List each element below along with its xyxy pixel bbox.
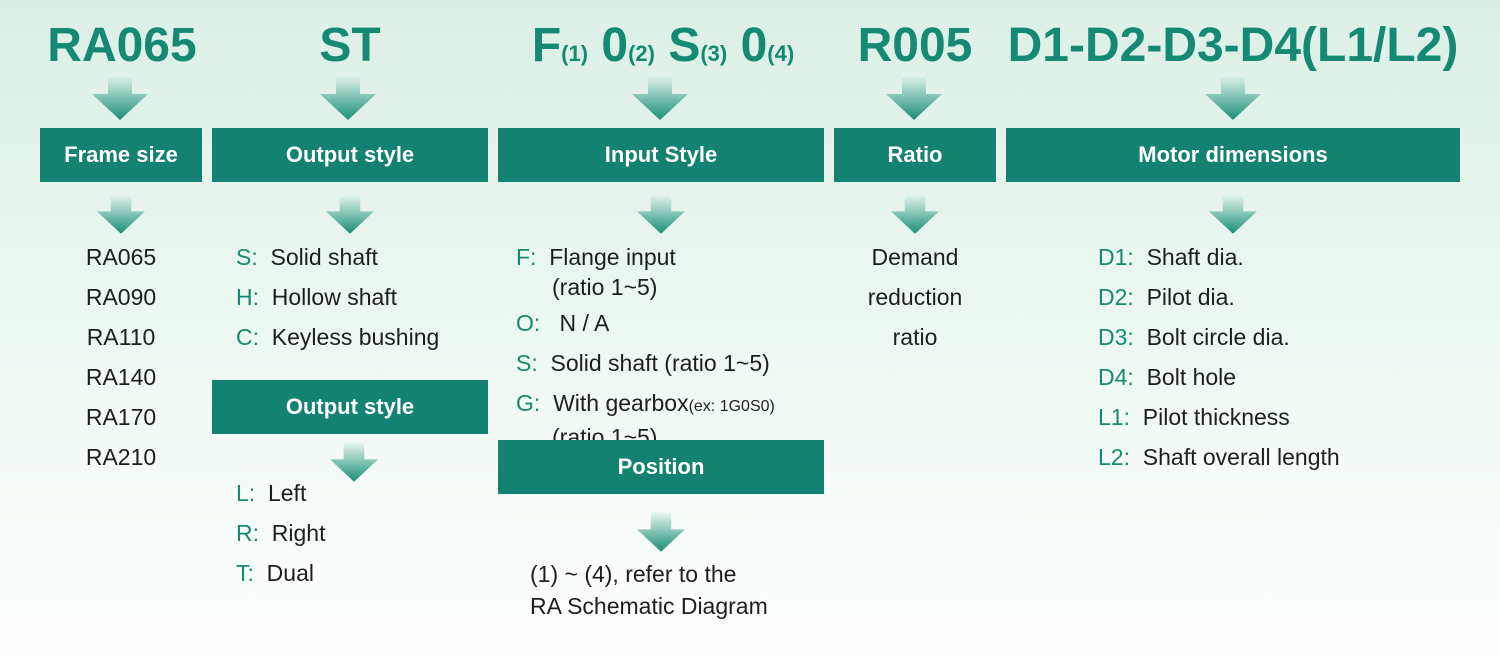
list-item: R: Right [236, 520, 326, 546]
input-style-list: F: Flange input (ratio 1~5) O: N / A S: … [516, 237, 775, 453]
down-arrow-icon [320, 74, 376, 120]
input-style-box: Input Style [498, 128, 824, 182]
list-item: RA140 [85, 364, 157, 390]
down-arrow-icon [326, 194, 374, 234]
list-item: RA210 [85, 444, 157, 470]
motor-dimensions-box: Motor dimensions [1006, 128, 1460, 182]
down-arrow-icon [92, 74, 148, 120]
list-item: D2: Pilot dia. [1098, 284, 1235, 310]
ratio-text: Demand reduction ratio [867, 244, 963, 350]
list-item: F: Flange input [516, 244, 676, 270]
list-item: S: Solid shaft [236, 244, 378, 270]
list-item: S: Solid shaft (ratio 1~5) [516, 350, 770, 376]
output-style-box: Output style [212, 128, 488, 182]
output-side-box: Output style [212, 380, 488, 434]
output-side-list: L: Left R: Right T: Dual [236, 473, 325, 593]
list-item-note: (ratio 1~5) [552, 274, 658, 300]
code-motor-dimensions: D1-D2-D3-D4(L1/L2) [1007, 19, 1459, 72]
list-item: C: Keyless bushing [236, 324, 440, 350]
position-box: Position [498, 440, 824, 494]
code-ratio: R005 [857, 19, 973, 72]
list-item: RA170 [85, 404, 157, 430]
list-item: RA110 [86, 324, 156, 350]
position-text: (1) ~ (4), refer to the RA Schematic Dia… [530, 561, 768, 619]
down-arrow-icon [1209, 194, 1257, 234]
list-item: L2: Shaft overall length [1098, 444, 1340, 470]
down-arrow-icon [632, 74, 688, 120]
list-item: H: Hollow shaft [236, 284, 398, 310]
output-style-list: S: Solid shaft H: Hollow shaft C: Keyles… [236, 237, 439, 357]
list-item: D4: Bolt hole [1098, 364, 1237, 390]
frame-size-list: RA065 RA090 RA110 RA140 RA170 RA210 [40, 237, 202, 477]
list-item: O: N / A [516, 310, 610, 336]
down-arrow-icon [97, 194, 145, 234]
down-arrow-icon [330, 442, 378, 482]
list-item: D1: Shaft dia. [1098, 244, 1244, 270]
ratio-box: Ratio [834, 128, 996, 182]
list-item: T: Dual [236, 560, 314, 586]
list-item: RA065 [85, 244, 157, 270]
frame-size-box: Frame size [40, 128, 202, 182]
list-item: D3: Bolt circle dia. [1098, 324, 1290, 350]
down-arrow-icon [886, 74, 942, 120]
down-arrow-icon [1205, 74, 1261, 120]
code-frame-size: RA065 [47, 19, 197, 72]
down-arrow-icon [637, 194, 685, 234]
code-input-style: F(1) 0(2) S(3) 0(4) [531, 19, 795, 72]
down-arrow-icon [891, 194, 939, 234]
list-item: G: With gearbox(ex: 1G0S0) [516, 390, 775, 416]
code-output-style: ST [319, 19, 381, 72]
down-arrow-icon [637, 512, 685, 552]
list-item: L: Left [236, 480, 307, 506]
list-item: RA090 [85, 284, 157, 310]
motor-dimensions-list: D1: Shaft dia. D2: Pilot dia. D3: Bolt c… [1098, 237, 1340, 477]
list-item: L1: Pilot thickness [1098, 404, 1290, 430]
